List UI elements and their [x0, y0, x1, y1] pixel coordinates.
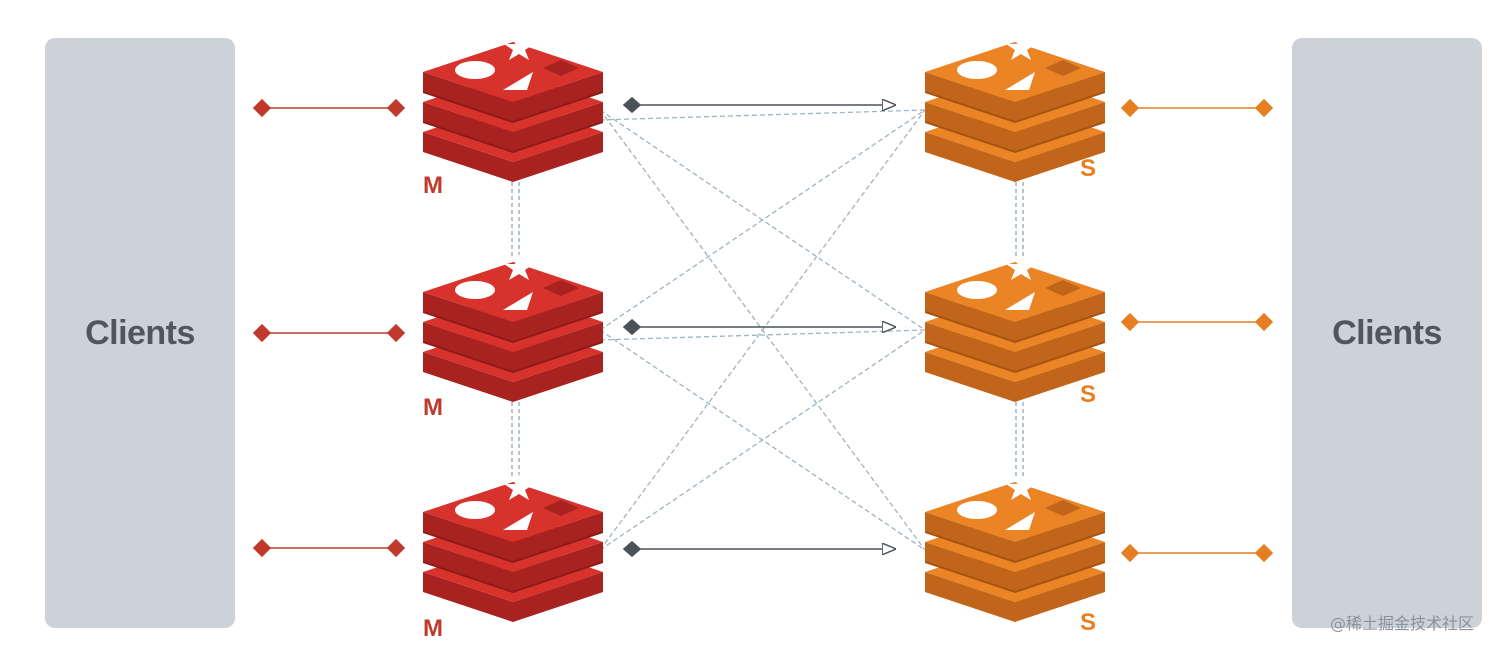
- master-label-3: M: [423, 615, 443, 642]
- redis-logo-icon: [423, 34, 603, 182]
- clients-label-right: Clients: [1332, 313, 1442, 352]
- slave-label-3: S: [1080, 609, 1096, 636]
- slave-node-1: [925, 34, 1105, 182]
- master-label-2: M: [423, 394, 443, 421]
- clients-panel-left: Clients: [45, 38, 235, 628]
- redis-logo-icon: [423, 474, 603, 622]
- slave-label-1: S: [1080, 155, 1096, 182]
- left-client-connectors: [252, 98, 406, 558]
- replication-arrows: [622, 96, 895, 558]
- watermark-text: @稀土掘金技术社区: [1330, 614, 1475, 633]
- left-connector-1: [252, 98, 406, 118]
- master-node-1: [423, 34, 603, 182]
- right-connector-3: [1120, 543, 1274, 563]
- slave-label-2: S: [1080, 381, 1096, 408]
- redis-logo-icon: [925, 474, 1105, 622]
- master-node-3: [423, 474, 603, 622]
- master-node-2: [423, 254, 603, 402]
- left-connector-3: [252, 538, 406, 558]
- gossip-mesh-lines: [599, 109, 926, 551]
- slave-node-2: [925, 254, 1105, 402]
- right-client-connectors: [1120, 98, 1274, 563]
- master-vertical-links: [511, 182, 520, 478]
- replication-arrow-1: [622, 96, 895, 114]
- clients-panel-right: Clients: [1292, 38, 1482, 628]
- replication-arrow-2: [622, 318, 895, 336]
- slave-vertical-links: [1015, 182, 1024, 478]
- redis-logo-icon: [925, 34, 1105, 182]
- slave-node-3: [925, 474, 1105, 622]
- replication-arrow-3: [622, 540, 895, 558]
- clients-label-left: Clients: [85, 313, 195, 352]
- left-connector-2: [252, 323, 406, 343]
- redis-logo-icon: [925, 254, 1105, 402]
- right-connector-2: [1120, 312, 1274, 332]
- right-connector-1: [1120, 98, 1274, 118]
- redis-logo-icon: [423, 254, 603, 402]
- master-label-1: M: [423, 172, 443, 199]
